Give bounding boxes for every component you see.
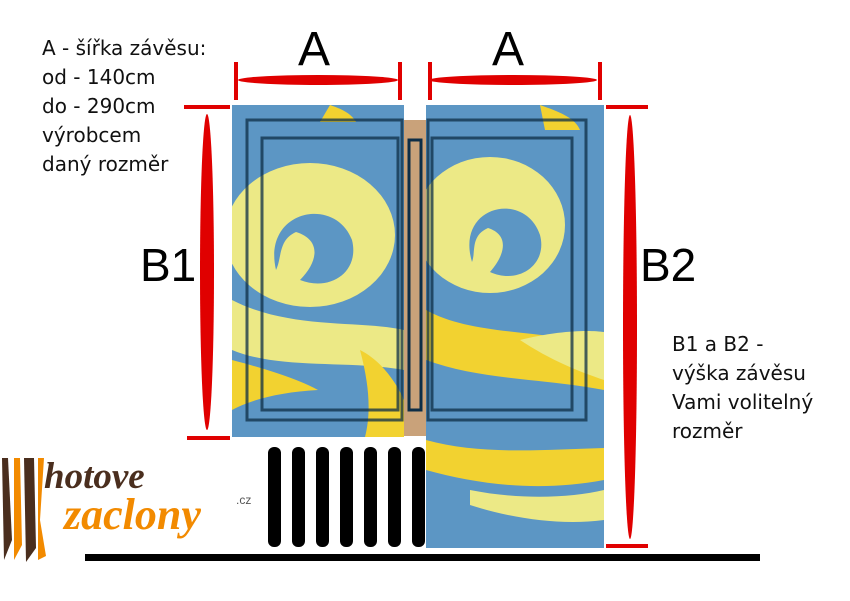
width-note-line: do - 290cm — [42, 94, 156, 118]
logo-curtain-icon — [2, 458, 46, 562]
curtain-left — [232, 105, 404, 437]
label-a-left: A — [298, 23, 331, 76]
label-b1: B1 — [140, 239, 197, 291]
height-note-line: rozměr — [672, 419, 743, 443]
width-note-line: daný rozměr — [42, 152, 169, 176]
height-note-line: výška závěsu — [672, 361, 806, 385]
logo-word-zaclony: zaclony — [64, 490, 201, 539]
dimension-b1 — [184, 105, 230, 440]
dimension-a-right — [428, 62, 602, 100]
height-note-line: B1 a B2 - — [672, 332, 764, 356]
curtain-right — [426, 105, 604, 548]
height-note: B1 a B2 - výška závěsu Vami volitelný ro… — [672, 330, 813, 446]
window-mullion — [404, 120, 426, 436]
height-note-line: Vami volitelný — [672, 390, 814, 414]
width-note-line: od - 140cm — [42, 65, 156, 89]
dimension-b2 — [606, 105, 648, 548]
logo-word-hotove: hotove — [44, 456, 145, 497]
mullion-frame — [407, 138, 423, 412]
dimension-a-left — [234, 62, 402, 100]
logo-tld: .cz — [236, 493, 252, 507]
width-note-line: výrobcem — [42, 123, 142, 147]
brand-logo: hotove zaclony .cz — [0, 455, 280, 565]
window-frame — [245, 118, 588, 422]
width-note: A - šířka závěsu: od - 140cm do - 290cm … — [42, 34, 206, 179]
label-b2: B2 — [640, 239, 697, 291]
label-a-right: A — [492, 23, 525, 76]
floor-line — [85, 554, 760, 561]
width-note-line: A - šířka závěsu: — [42, 36, 207, 60]
